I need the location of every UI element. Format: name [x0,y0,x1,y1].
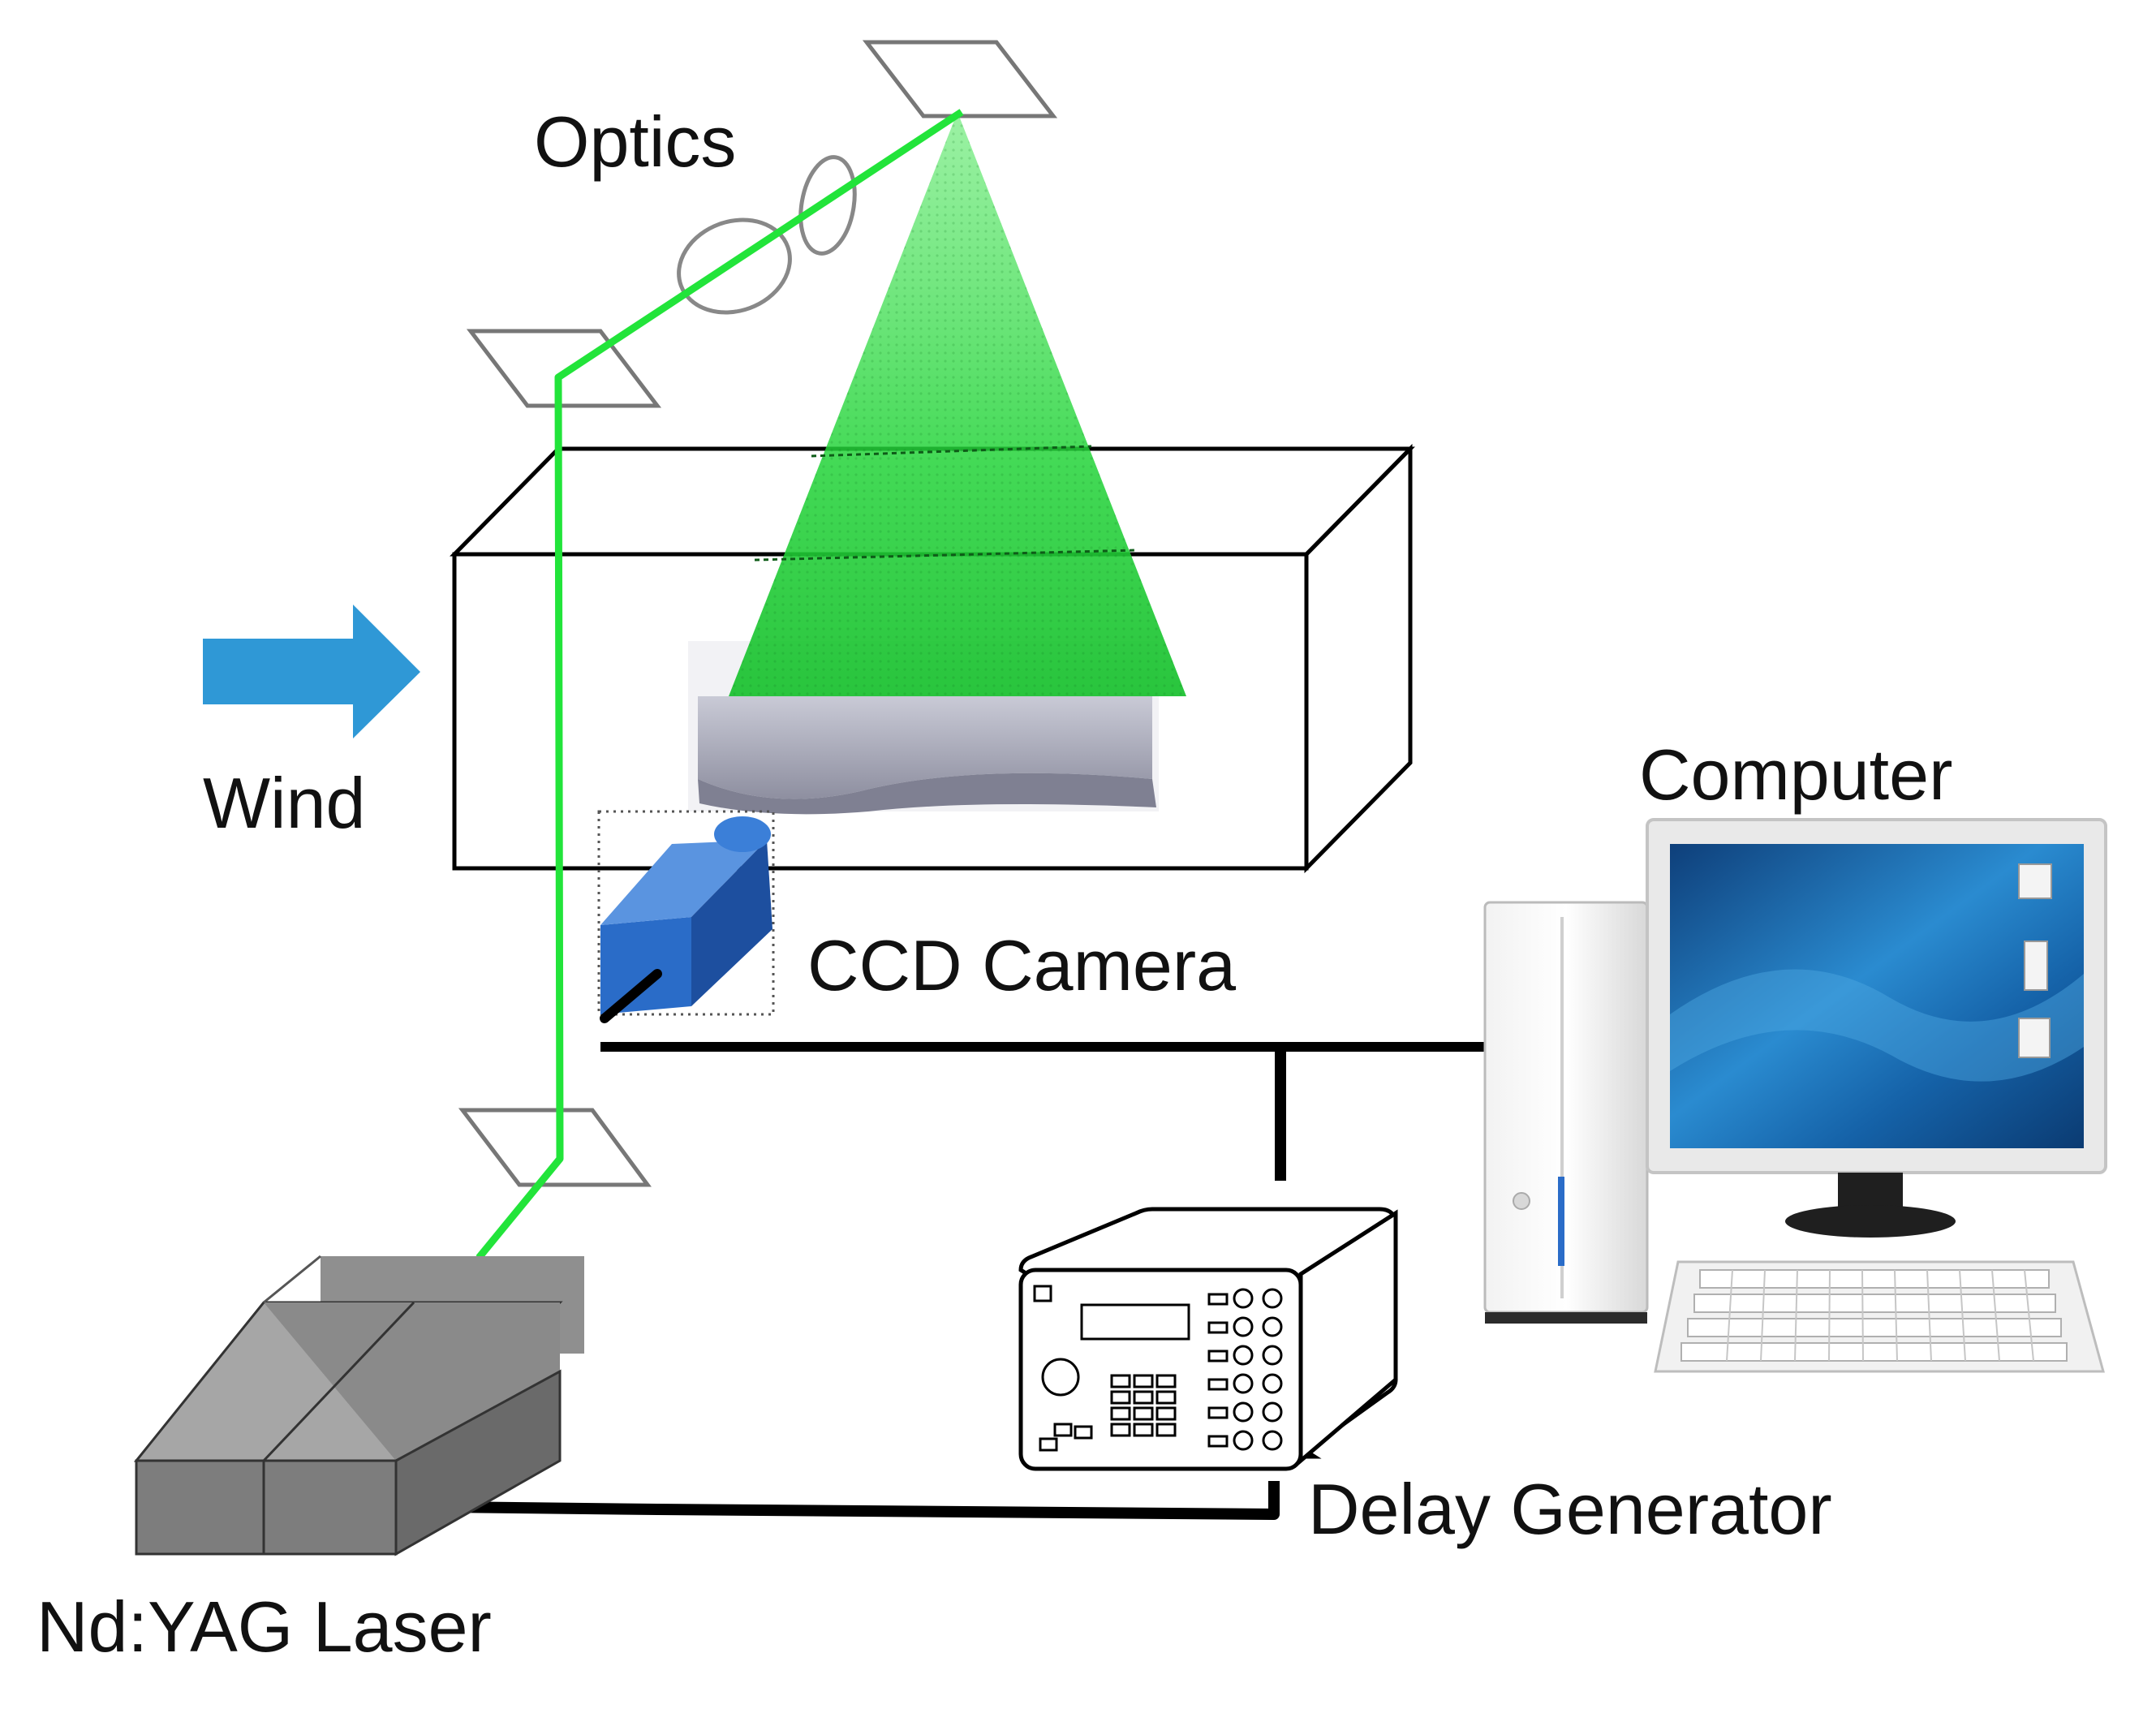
laser-beam [476,109,964,1260]
camera-icon [597,810,775,1016]
label-ccd-camera: CCD Camera [807,925,1236,1005]
mirror-icon [458,1108,652,1187]
mirror-icon [466,329,662,408]
wing-model [688,641,1159,815]
delay-generator-icon [1018,1207,1398,1471]
wind-arrow-icon [203,605,420,738]
mirror-icon [862,40,1058,118]
laser-light-sheet [729,112,1186,696]
label-wind: Wind [203,763,366,843]
lens-icon [798,155,857,256]
lens-icon [677,217,792,315]
cables [308,969,1491,1520]
label-delay-generator: Delay Generator [1308,1469,1832,1549]
laser-icon [133,1255,584,1556]
label-computer: Computer [1639,734,1952,815]
label-laser: Nd:YAG Laser [37,1586,492,1667]
label-optics: Optics [534,101,736,182]
computer-icon [1483,818,2107,1373]
